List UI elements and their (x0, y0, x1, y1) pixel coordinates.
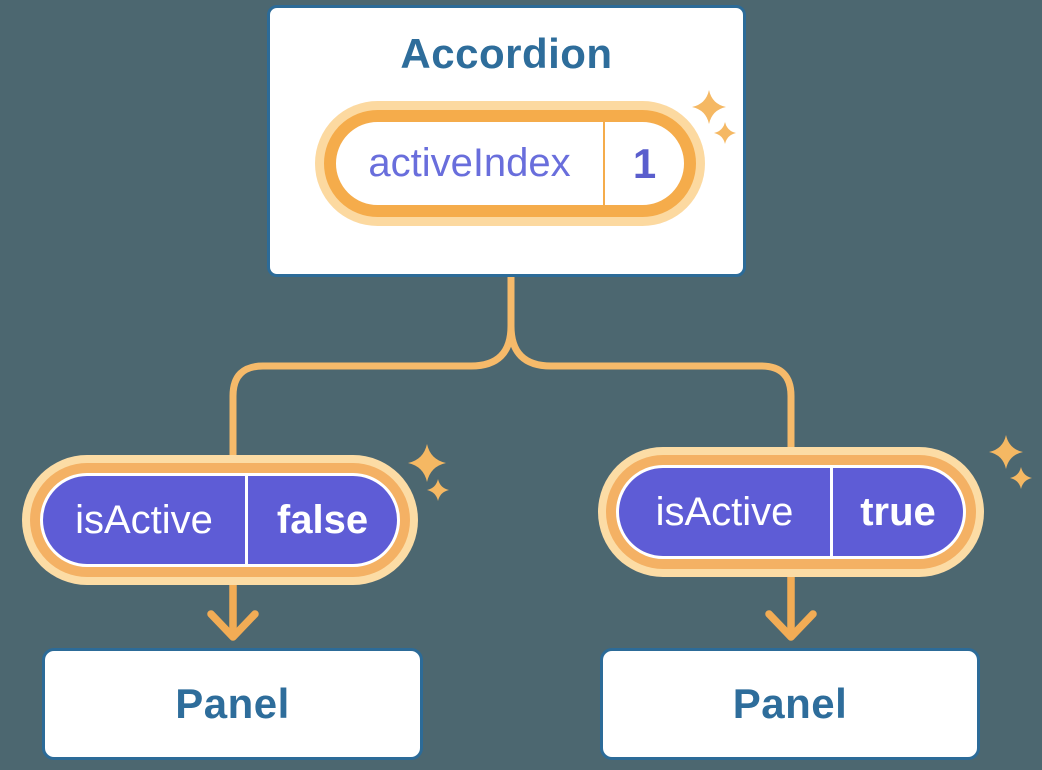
prop-pill-left-label: isActive (75, 497, 213, 542)
prop-pill-left-value: false (276, 497, 369, 542)
arrow-left (207, 576, 259, 641)
prop-pill-left: isActive false (40, 473, 400, 567)
panel-card-right: Panel (600, 648, 980, 760)
component-title: Accordion (400, 30, 613, 77)
sparkle-icon (427, 479, 449, 501)
prop-pill-right-label: isActive (655, 489, 794, 534)
arrow-left-head (207, 610, 259, 641)
panel-card-left: Panel (42, 648, 423, 760)
sparkle-icon (408, 444, 446, 482)
prop-pill-left-divider (245, 476, 248, 564)
connector-branch-left (229, 322, 515, 466)
accordion-component-card: Accordion activeIndex 1 (267, 5, 746, 277)
arrow-right-head (765, 610, 817, 641)
sparkle-icon (989, 435, 1023, 469)
state-pill: activeIndex 1 (324, 110, 696, 217)
state-pill-value: 1 (632, 139, 657, 187)
sparkle-icon (1010, 467, 1032, 489)
panel-card-right-title: Panel (732, 680, 848, 727)
connector-branch-right (507, 322, 795, 456)
state-pill-divider (603, 122, 605, 205)
prop-pill-right: isActive true (616, 465, 966, 559)
panel-card-left-title: Panel (175, 680, 290, 727)
prop-pill-right-value: true (860, 489, 936, 534)
prop-pill-right-divider (830, 468, 833, 556)
arrow-right (765, 568, 817, 641)
state-pill-label: activeIndex (368, 141, 571, 185)
